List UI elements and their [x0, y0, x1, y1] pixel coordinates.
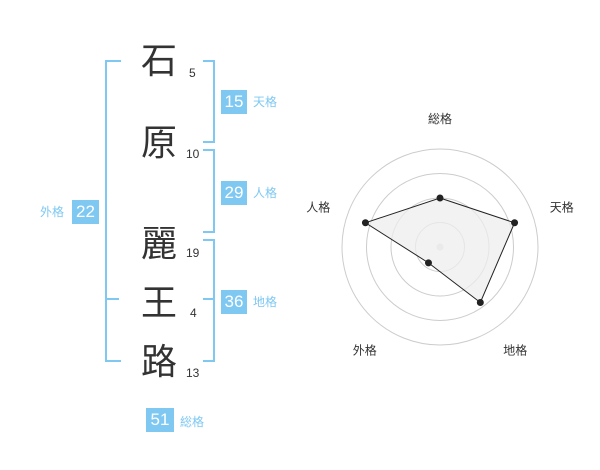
chikaku-badge: 36: [221, 290, 247, 314]
radar-ring: [341, 148, 539, 346]
chikaku-bracket-tick: [203, 298, 213, 300]
radar-axis-label-5: 人格: [306, 199, 330, 214]
soukaku-badge: 51: [146, 408, 174, 432]
radar-polygon: [364, 197, 516, 304]
radar-point-1: [436, 194, 444, 202]
gaikaku-label: 外格: [40, 205, 65, 219]
radar-point-3: [476, 298, 484, 306]
radar-point-2: [511, 219, 519, 227]
radar-axis-label-2: 天格: [550, 199, 574, 214]
jinkaku-label: 人格: [253, 186, 278, 200]
jinkaku-badge: 29: [221, 181, 247, 205]
radar-point-5: [361, 219, 369, 227]
soukaku-label: 総格: [180, 415, 205, 429]
name-char-3: 麗: [141, 224, 178, 265]
tenkaku-badge: 15: [221, 90, 247, 114]
name-char-2: 原: [141, 123, 178, 164]
radar-axis-label-1: 総格: [428, 111, 452, 126]
chikaku-label: 地格: [253, 295, 278, 309]
chikaku-bracket: [203, 239, 215, 362]
radar-axis-label-3: 地格: [503, 343, 527, 358]
radar-axis-label-4: 外格: [353, 343, 377, 358]
stroke-count-1: 5: [189, 66, 196, 80]
stroke-count-4: 4: [190, 306, 197, 320]
tenkaku-label: 天格: [253, 95, 278, 109]
jinkaku-bracket: [203, 149, 215, 233]
stroke-count-5: 13: [186, 366, 200, 380]
gaikaku-bracket: [105, 60, 121, 362]
radar-ring: [366, 173, 514, 321]
gaikaku-badge: 22: [72, 200, 99, 224]
name-char-4: 王: [141, 283, 178, 324]
radar-point-4: [424, 259, 432, 267]
stroke-count-3: 19: [186, 246, 200, 260]
stroke-count-2: 10: [186, 147, 200, 161]
gaikaku-bracket-tick: [105, 298, 119, 300]
tenkaku-bracket: [203, 60, 215, 143]
name-char-1: 石: [141, 41, 178, 82]
name-char-5: 路: [141, 342, 178, 383]
